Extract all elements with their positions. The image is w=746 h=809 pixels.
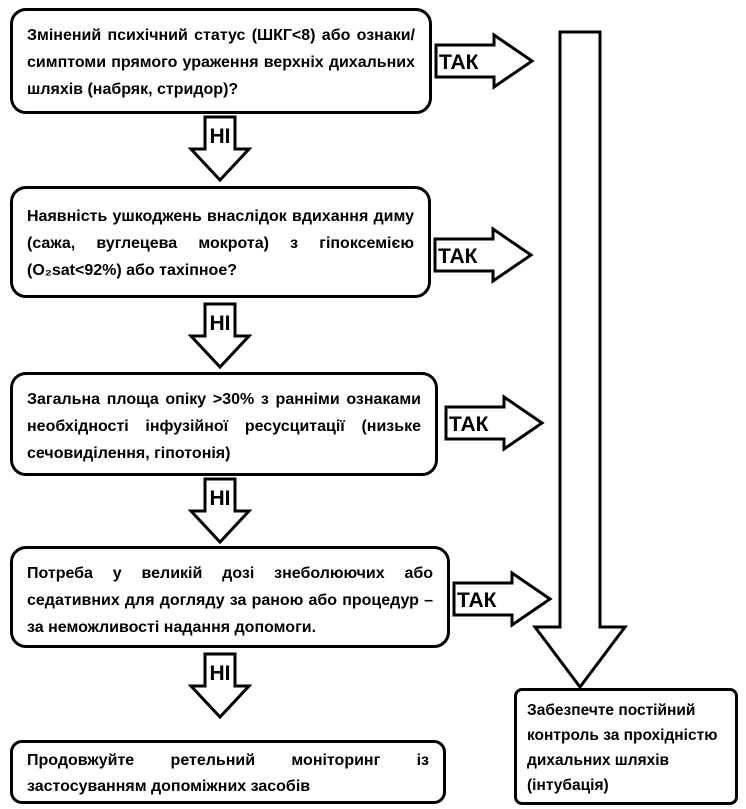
no-label: НІ [210,125,231,148]
yes-arrow-2: ТАК [433,226,534,284]
no-arrow-3: НІ [188,477,252,545]
no-label: НІ [210,487,231,510]
yes-arrow-3: ТАК [444,394,545,452]
yes-label: ТАК [457,589,497,612]
yes-label: ТАК [449,413,489,436]
yes-arrow-1: ТАК [434,32,535,90]
yes-label: ТАК [439,51,479,74]
question-box-2: Наявність ушкоджень внаслідок вдихання д… [10,186,431,298]
question-box-3: Загальна площа опіку >30% з ранніми озна… [10,372,438,476]
main-flow-arrow [532,30,628,689]
no-arrow-1: НІ [188,115,252,183]
no-label: НІ [210,312,231,335]
no-arrow-4: НІ [188,652,252,720]
yes-arrow-4: ТАК [452,570,553,628]
question-box-4: Потреба у великій дозі знеболюючих або с… [10,546,450,648]
no-label: НІ [210,662,231,685]
question-box-1: Змінений психічний статус (ШКГ<8) або оз… [10,8,432,114]
monitor-box: Продовжуйте ретельний моніторинг із заст… [10,740,446,804]
no-arrow-2: НІ [188,302,252,370]
result-box: Забезпечте постійний контроль за прохідн… [514,688,738,805]
yes-label: ТАК [438,245,478,268]
